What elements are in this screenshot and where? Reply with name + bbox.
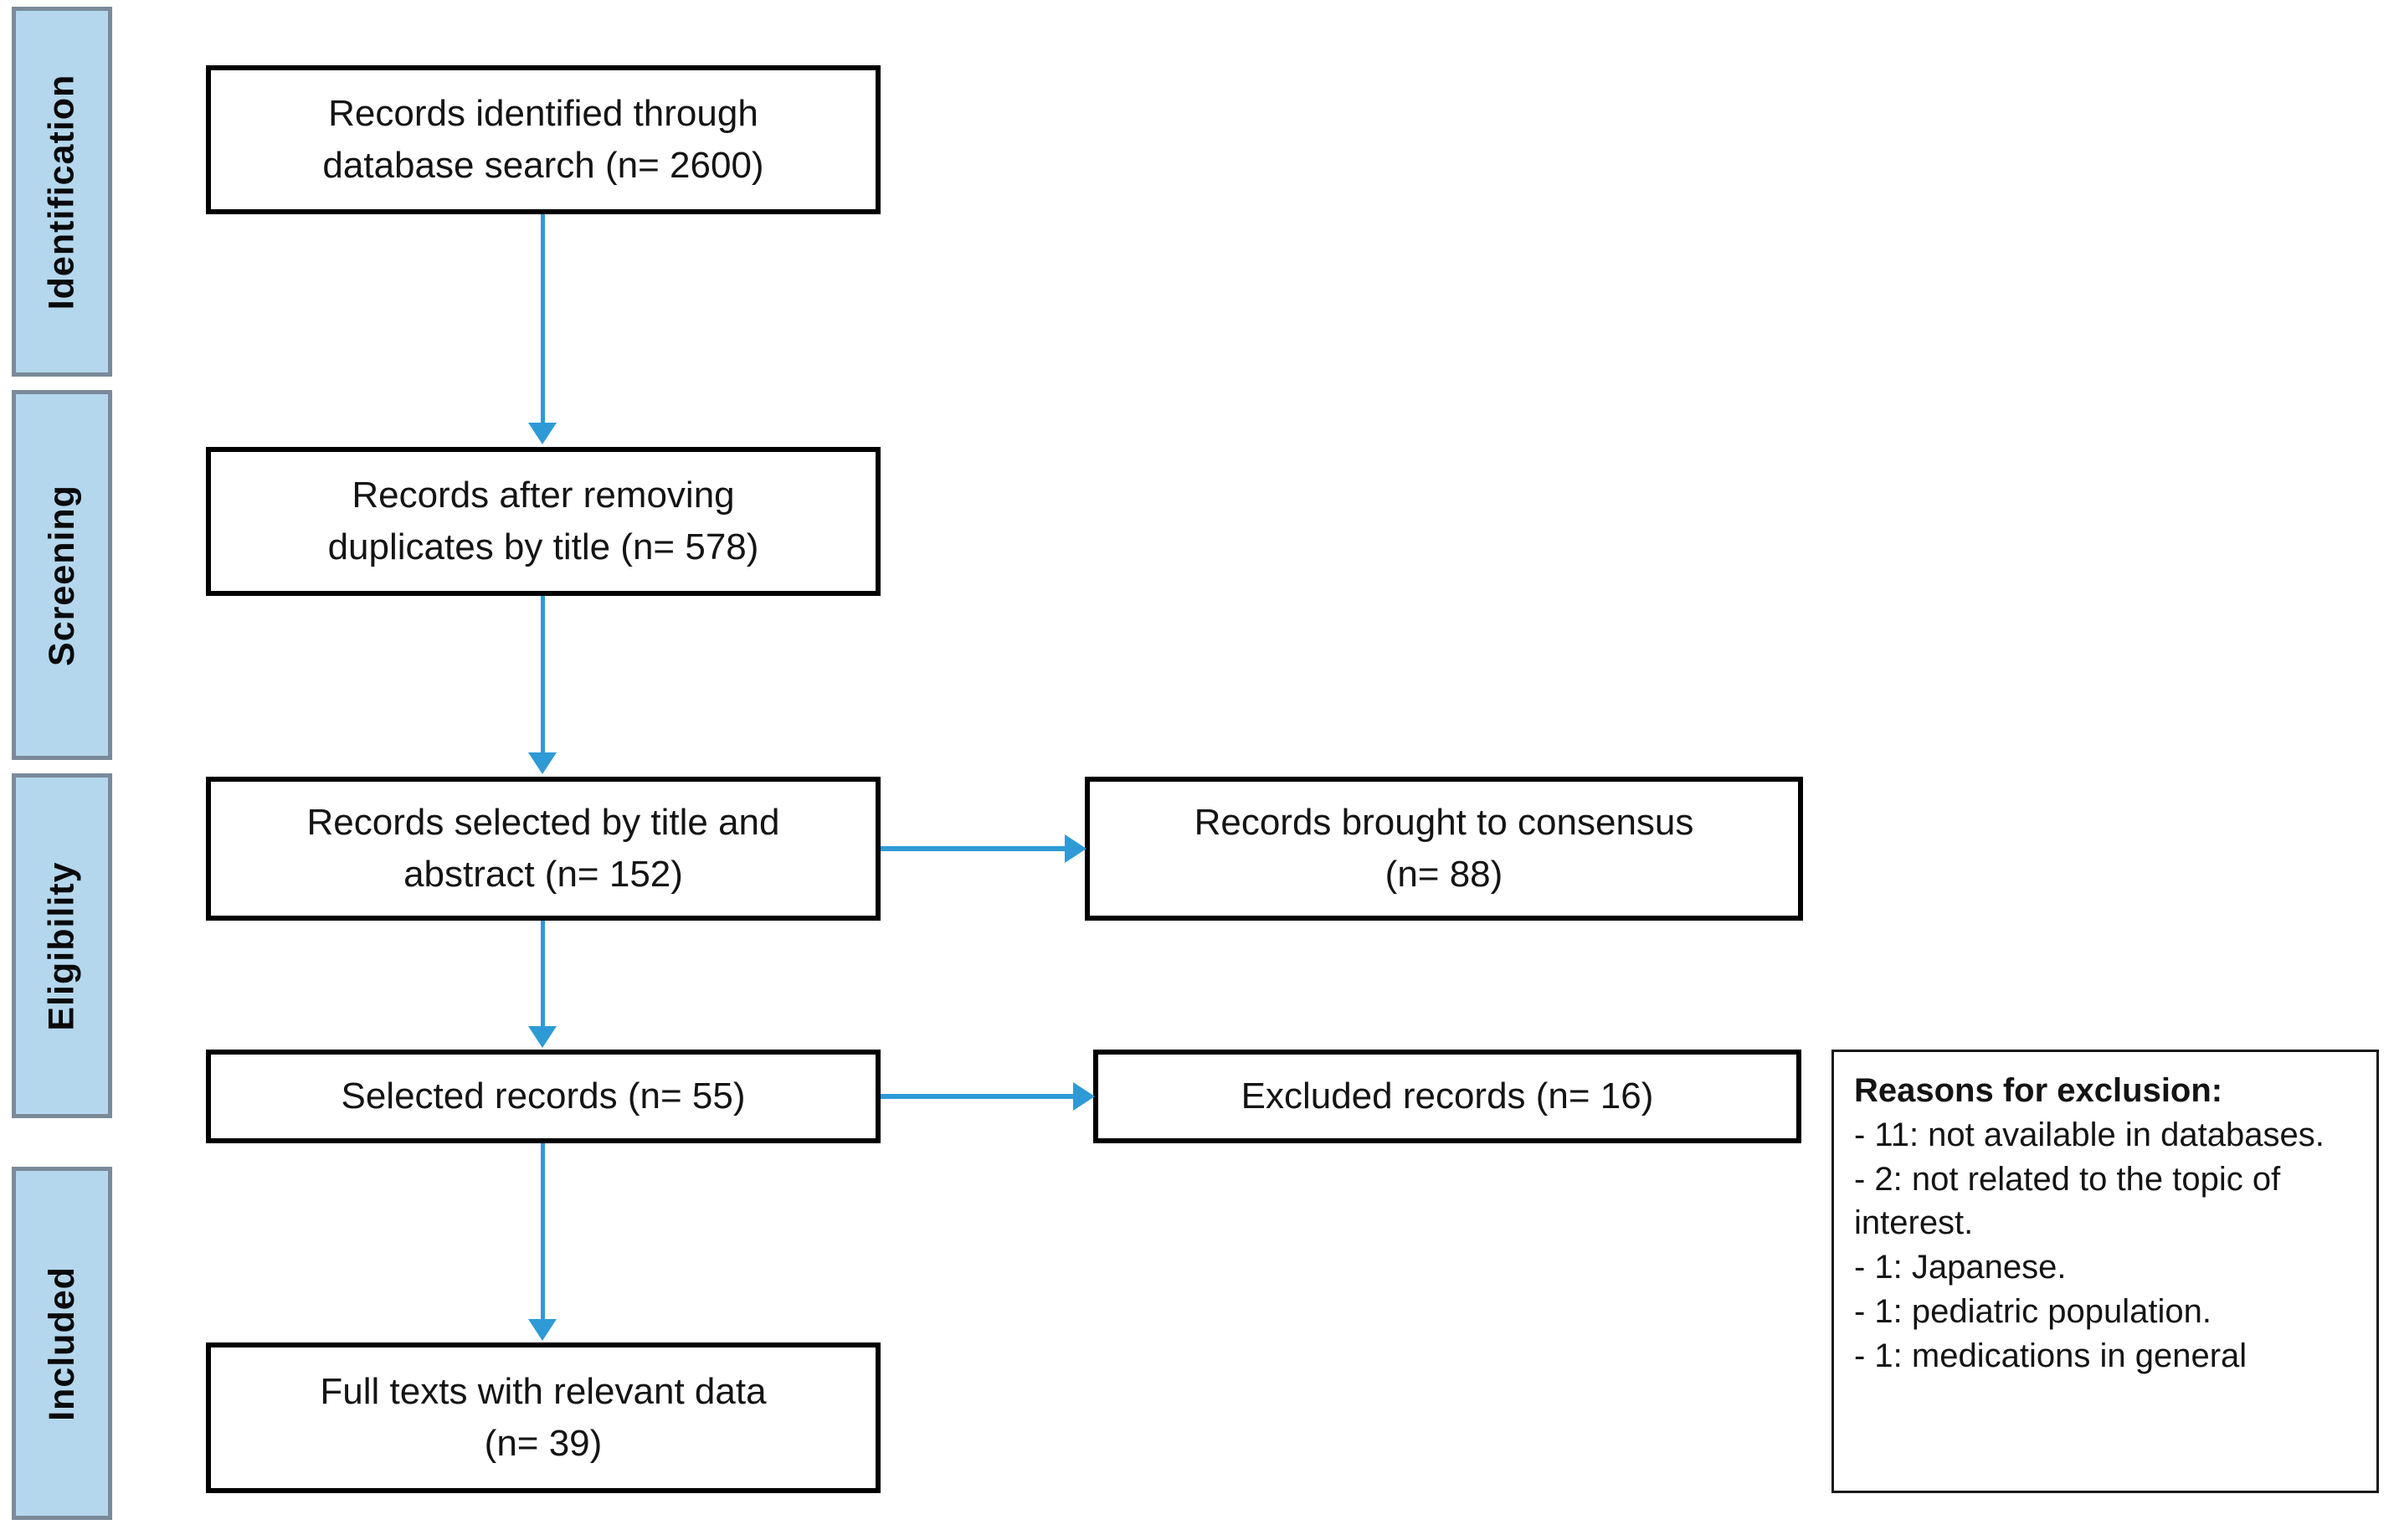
arrow-right-icon — [1073, 1082, 1095, 1111]
box-records-selected-title-abstract: Records selected by title and abstract (… — [206, 777, 881, 921]
box-records-brought-to-consensus: Records brought to consensus (n= 88) — [1085, 777, 1803, 921]
stage-bar-eligibility: Eligibility — [12, 773, 112, 1118]
box-records-identified-text: Records identified through database sear… — [322, 92, 764, 186]
box-excluded-records-text: Excluded records (n= 16) — [1241, 1075, 1654, 1116]
arrow-down-icon — [528, 752, 557, 774]
stage-label-included: Included — [41, 1265, 82, 1421]
arrow-down-icon — [528, 423, 557, 444]
arrow-right-icon — [1065, 834, 1086, 863]
connector-selected-records-to-full-texts — [541, 1143, 545, 1321]
reasons-for-exclusion-item: - 1: medications in general — [1854, 1337, 2247, 1374]
reasons-for-exclusion-item: - 2: not related to the topic of interes… — [1854, 1160, 2281, 1242]
reasons-for-exclusion-item: - 1: pediatric population. — [1854, 1292, 2211, 1330]
connector-duplicates-to-selected — [541, 596, 545, 755]
box-selected-records: Selected records (n= 55) — [206, 1050, 881, 1143]
reasons-for-exclusion-item: - 11: not available in databases. — [1854, 1116, 2325, 1153]
connector-identified-to-duplicates — [541, 214, 545, 425]
arrow-down-icon — [528, 1026, 557, 1048]
reasons-for-exclusion-item: - 1: Japanese. — [1854, 1249, 2067, 1286]
connector-selected-records-to-excluded — [881, 1094, 1075, 1099]
box-records-selected-title-abstract-text: Records selected by title and abstract (… — [306, 801, 780, 895]
stage-label-eligibility: Eligibility — [41, 860, 82, 1031]
box-full-texts-relevant-data: Full texts with relevant data (n= 39) — [206, 1342, 881, 1493]
box-reasons-for-exclusion: Reasons for exclusion: - 11: not availab… — [1831, 1050, 2379, 1493]
stage-bar-identification: Identification — [12, 7, 112, 377]
box-full-texts-relevant-data-text: Full texts with relevant data (n= 39) — [320, 1370, 767, 1464]
box-selected-records-text: Selected records (n= 55) — [341, 1075, 746, 1116]
stage-label-screening: Screening — [41, 484, 82, 666]
box-excluded-records: Excluded records (n= 16) — [1093, 1050, 1801, 1143]
connector-selected-to-consensus — [881, 846, 1066, 851]
arrow-down-icon — [528, 1319, 557, 1341]
connector-selected-to-selected-records — [541, 921, 545, 1028]
box-records-after-duplicates: Records after removing duplicates by tit… — [206, 447, 881, 596]
stage-label-identification: Identification — [41, 74, 82, 310]
stage-bar-included: Included — [12, 1167, 112, 1520]
box-records-brought-to-consensus-text: Records brought to consensus (n= 88) — [1194, 801, 1694, 895]
reasons-for-exclusion-title: Reasons for exclusion: — [1854, 1072, 2223, 1109]
box-records-after-duplicates-text: Records after removing duplicates by tit… — [327, 474, 759, 567]
box-records-identified: Records identified through database sear… — [206, 65, 881, 214]
stage-bar-screening: Screening — [12, 390, 112, 760]
